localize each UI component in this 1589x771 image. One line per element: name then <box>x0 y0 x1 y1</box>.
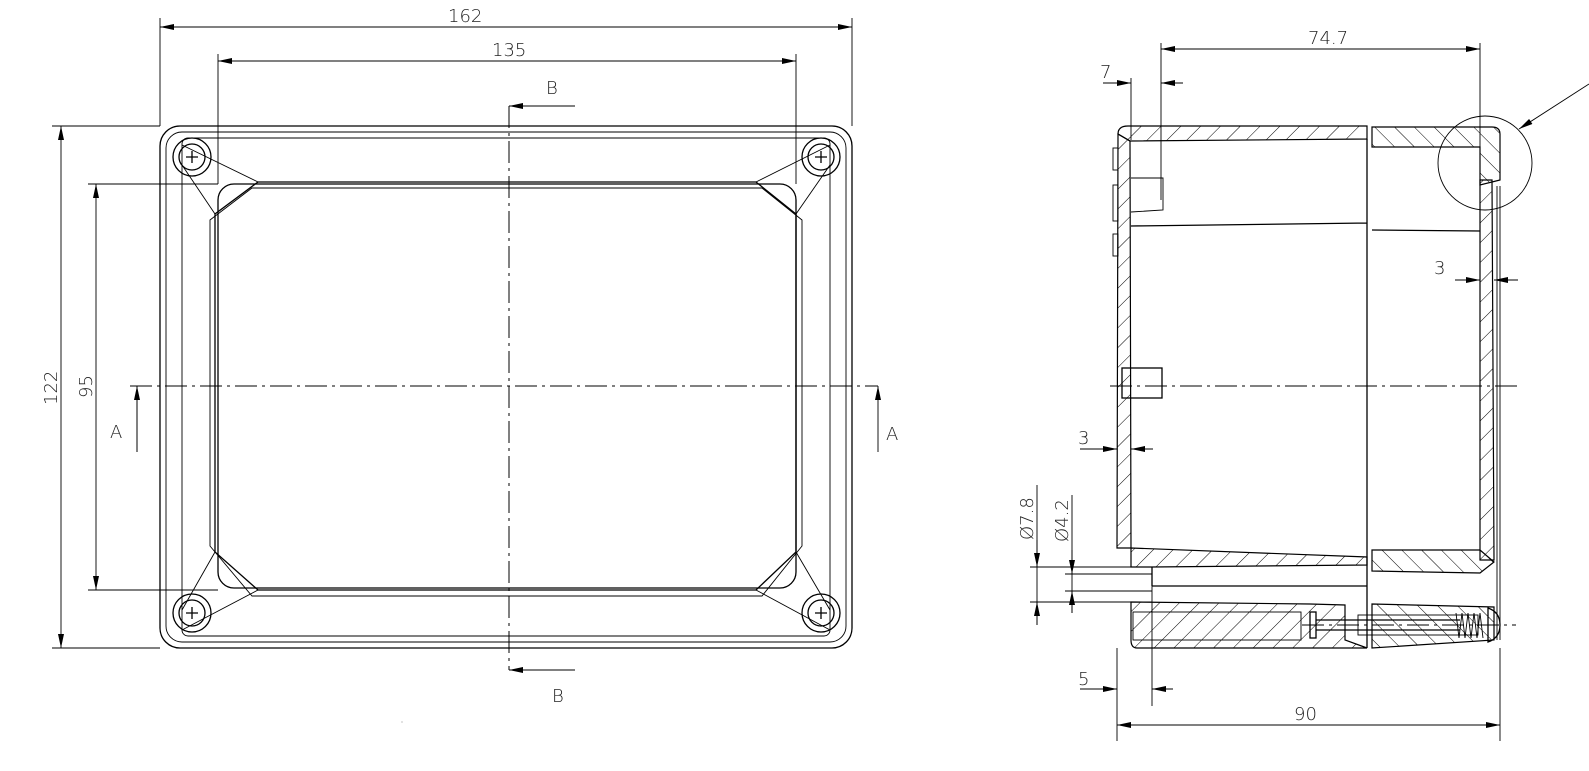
dimension-counterbore-diameter: Ø7.8 <box>1017 485 1152 625</box>
section-label-b-top: B <box>546 78 558 99</box>
dimension-lid-depth: 74.7 <box>1160 28 1481 230</box>
svg-text:122: 122 <box>41 371 62 405</box>
dimension-wall-right: 3 <box>1434 258 1518 283</box>
svg-text:135: 135 <box>492 40 526 61</box>
svg-text:5: 5 <box>1078 669 1089 690</box>
screw-bottom-right <box>801 593 841 633</box>
dimension-hole-diameter: Ø4.2 <box>1052 495 1152 613</box>
dimension-wall-left: 3 <box>1078 428 1153 452</box>
screw-top-right <box>801 137 841 177</box>
dimension-boss-depth: 7 <box>1100 62 1183 140</box>
dimension-inner-height: 95 <box>76 183 218 591</box>
section-label-a-left: A <box>110 422 122 443</box>
section-view: 74.7 7 3 3 Ø7.8 Ø4.2 <box>1017 28 1589 741</box>
svg-text:74.7: 74.7 <box>1308 28 1348 49</box>
dimension-overall-height: 122 <box>41 125 160 649</box>
svg-text:Ø7.8: Ø7.8 <box>1017 497 1038 540</box>
enclosure-outline <box>159 125 853 649</box>
detail-circle <box>1437 115 1533 211</box>
svg-text:90: 90 <box>1294 704 1317 725</box>
svg-text:3: 3 <box>1434 258 1445 279</box>
dimension-counterbore-depth: 5 <box>1078 570 1173 706</box>
svg-text:Ø4.2: Ø4.2 <box>1052 499 1073 542</box>
dimension-inner-width: 135 <box>217 40 797 184</box>
front-view: A A B B 162 135 122 95 <box>41 6 898 723</box>
dimension-overall-depth: 90 <box>1116 648 1501 741</box>
dimension-overall-width: 162 <box>159 6 853 126</box>
svg-text:3: 3 <box>1078 428 1089 449</box>
screw-bottom-left <box>172 593 212 633</box>
section-label-b-bottom: B <box>552 686 564 707</box>
screw-top-left <box>172 137 212 177</box>
svg-text:95: 95 <box>76 375 97 398</box>
svg-text:162: 162 <box>448 6 482 27</box>
svg-text:7: 7 <box>1100 62 1111 83</box>
section-label-a-right: A <box>886 424 898 445</box>
